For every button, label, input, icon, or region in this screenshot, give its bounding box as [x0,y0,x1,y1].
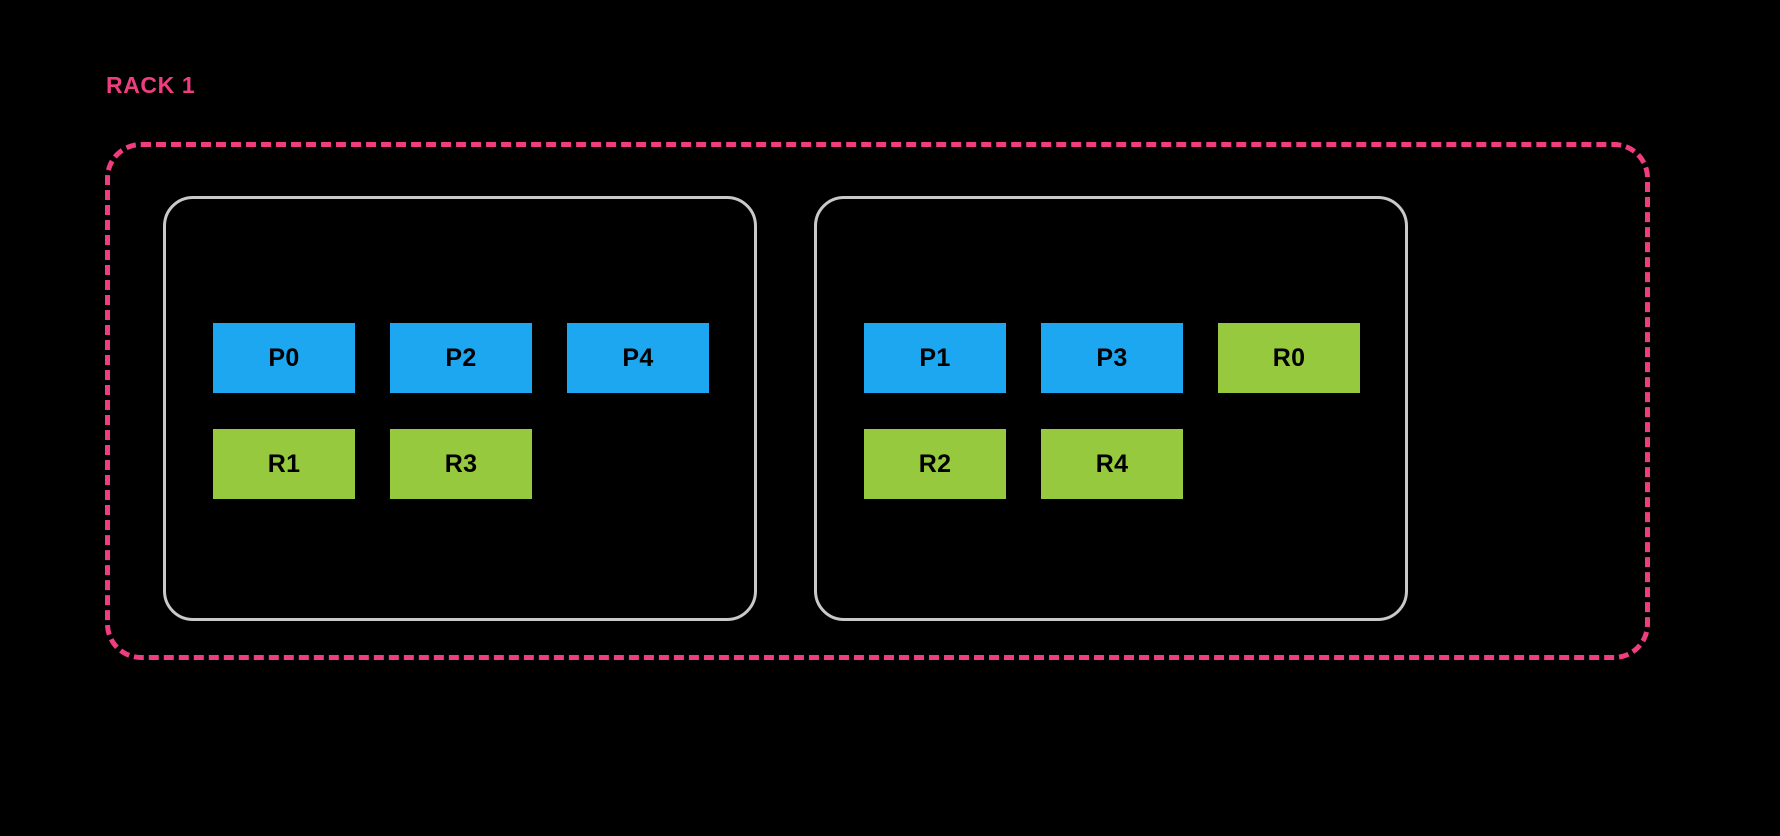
chip-p2[interactable]: P2 [390,323,532,393]
chip-r2[interactable]: R2 [864,429,1006,499]
chip-r0[interactable]: R0 [1218,323,1360,393]
chip-p3[interactable]: P3 [1041,323,1183,393]
chip-slot-empty [1218,429,1360,499]
chip-p0[interactable]: P0 [213,323,355,393]
rack-label: RACK 1 [106,72,196,98]
chip-r4[interactable]: R4 [1041,429,1183,499]
rack-boundary [105,142,1650,660]
chip-r3[interactable]: R3 [390,429,532,499]
chip-p4[interactable]: P4 [567,323,709,393]
chip-p1[interactable]: P1 [864,323,1006,393]
chip-r1[interactable]: R1 [213,429,355,499]
chip-slot-empty [567,429,709,499]
